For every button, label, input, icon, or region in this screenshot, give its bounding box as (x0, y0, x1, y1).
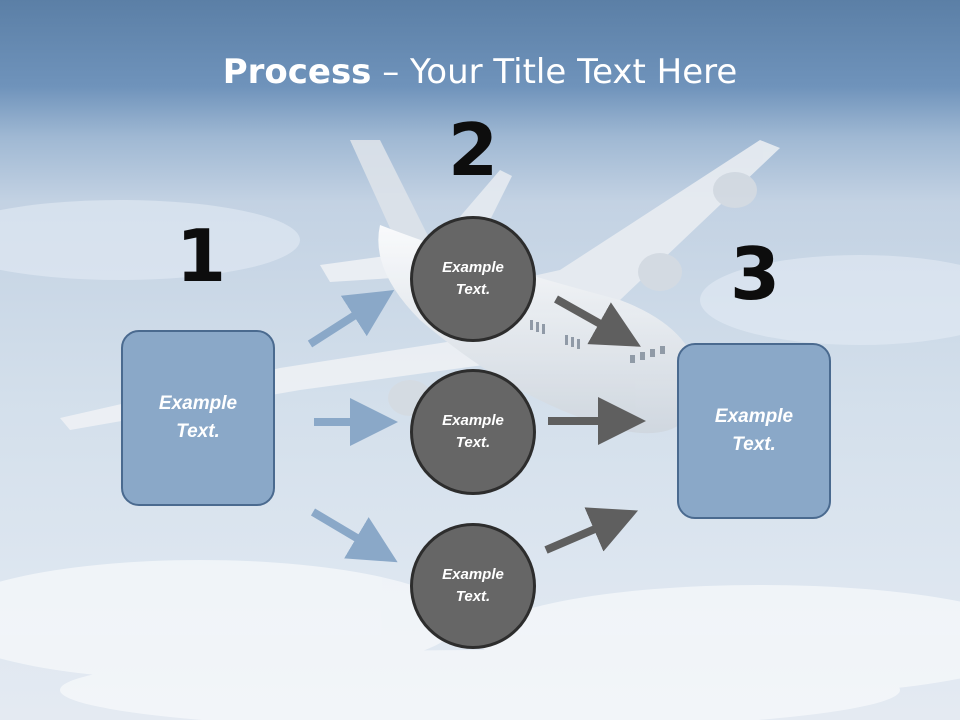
process-circle-top: Example Text. (410, 216, 536, 342)
title-rest: – Your Title Text Here (371, 52, 738, 92)
right-box-text: Example Text. (714, 405, 794, 456)
title-bold: Process (222, 52, 372, 92)
circle-text: Example Text. (442, 411, 504, 452)
step-number-2: 2 (448, 108, 499, 192)
left-process-box: Example Text. (121, 330, 275, 506)
right-process-box: Example Text. (677, 343, 831, 519)
arrow-box1-to-circle1 (307, 290, 395, 348)
arrow-box1-to-circle3 (310, 508, 398, 563)
process-circle-middle: Example Text. (410, 369, 536, 495)
circle-text: Example Text. (442, 258, 504, 299)
step-number-1: 1 (176, 214, 227, 298)
process-circle-bottom: Example Text. (410, 523, 536, 649)
circle-text: Example Text. (442, 565, 504, 606)
step-number-3: 3 (730, 232, 781, 316)
arrow-circle3-to-box3 (544, 507, 639, 554)
arrow-circle1-to-box3 (554, 295, 641, 347)
slide-title: Process – Your Title Text Here (0, 52, 960, 92)
left-box-text: Example Text. (158, 392, 238, 443)
